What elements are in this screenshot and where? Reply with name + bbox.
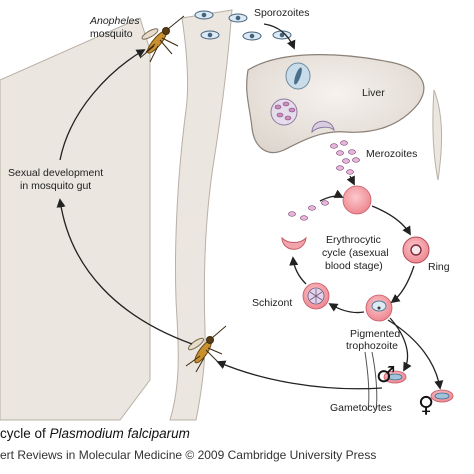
merozoites-label: Merozoites — [366, 148, 417, 160]
skin-band-left — [0, 17, 151, 421]
bursting-red-cell — [281, 236, 307, 250]
figure-credit: ert Reviews in Molecular Medicine © 2009… — [0, 448, 377, 462]
arrow-gametocytes-to-mosquito — [216, 360, 383, 390]
sporozoite — [242, 31, 262, 41]
arrow-mosquito-to-sexual-development — [56, 198, 193, 345]
caption-prefix: cycle of — [0, 426, 50, 441]
sporozoite — [194, 10, 214, 20]
erythrocytic-label-1: Erythrocytic — [326, 234, 381, 246]
bursting-hepatocyte — [311, 120, 335, 134]
arrow-to-liver — [263, 23, 296, 50]
mosquito-bottom — [185, 325, 227, 373]
arrow-rbc-to-ring — [371, 205, 411, 236]
trophozoite-label: trophozoite — [346, 340, 398, 352]
hemozoin-pigment — [377, 306, 381, 310]
schizont-segments — [309, 289, 323, 303]
arrow-merozoites-to-rbc-return — [319, 189, 344, 202]
figure-caption: cycle of Plasmodium falciparum — [0, 426, 190, 441]
mosquito-label: mosquito — [90, 28, 133, 40]
ring-label: Ring — [428, 261, 450, 273]
sporozoite-in-hepatocyte — [294, 67, 302, 85]
pigmented-label: Pigmented — [350, 328, 400, 340]
arrow-ring-to-trophozoite — [390, 265, 415, 304]
arrow-sexual-development-to-mosquito — [59, 49, 146, 161]
ring-parasite — [410, 244, 422, 256]
free-merozoites — [288, 200, 329, 221]
erythrocytic-label-2: cycle (asexual — [322, 247, 389, 259]
mosquito-top — [139, 15, 185, 63]
skin-band-middle — [169, 9, 233, 421]
schizont-label: Schizont — [252, 297, 292, 309]
erythrocytic-cycle: Ring Pigmented trophozoite Schizont Eryt… — [252, 185, 450, 352]
arrow-trophozoite-to-female — [387, 319, 444, 390]
released-merozoites — [330, 140, 360, 175]
liver: Liver — [246, 54, 425, 154]
gametocytes: ♂ ♀ Gametocytes — [330, 363, 454, 418]
arrow-trophozoite-to-male — [389, 317, 412, 372]
sexual-development-label-2: in mosquito gut — [20, 180, 91, 192]
arrow-trophozoite-to-schizont — [328, 303, 365, 314]
trophozoite-parasite — [371, 300, 387, 312]
capillary-lines — [364, 351, 378, 411]
red-blood-cell — [342, 185, 372, 215]
liver-label: Liver — [362, 87, 385, 99]
sporozoites-label: Sporozoites — [254, 7, 309, 19]
tissue-background — [0, 9, 442, 421]
female-gametocyte — [430, 389, 454, 403]
skin-sliver-right — [432, 89, 442, 181]
male-symbol: ♂ — [376, 363, 396, 388]
caption-species: Plasmodium falciparum — [49, 426, 190, 441]
gametocytes-label: Gametocytes — [330, 402, 392, 414]
arrow-schizont-to-burst — [289, 256, 307, 285]
sexual-development-label-1: Sexual development — [8, 167, 103, 179]
erythrocytic-label-3: blood stage) — [325, 260, 383, 272]
liver-shape — [246, 54, 425, 154]
cycle-arrows — [56, 23, 444, 390]
liver-merozoites — [274, 101, 296, 121]
sporozoite — [228, 13, 248, 23]
sporozoites — [194, 10, 292, 41]
arrow-merozoites-to-rbc — [346, 175, 355, 186]
sporozoite — [200, 30, 220, 40]
male-gametocyte — [383, 370, 407, 384]
female-symbol: ♀ — [418, 393, 434, 418]
anopheles-label: Anopheles — [89, 15, 140, 27]
